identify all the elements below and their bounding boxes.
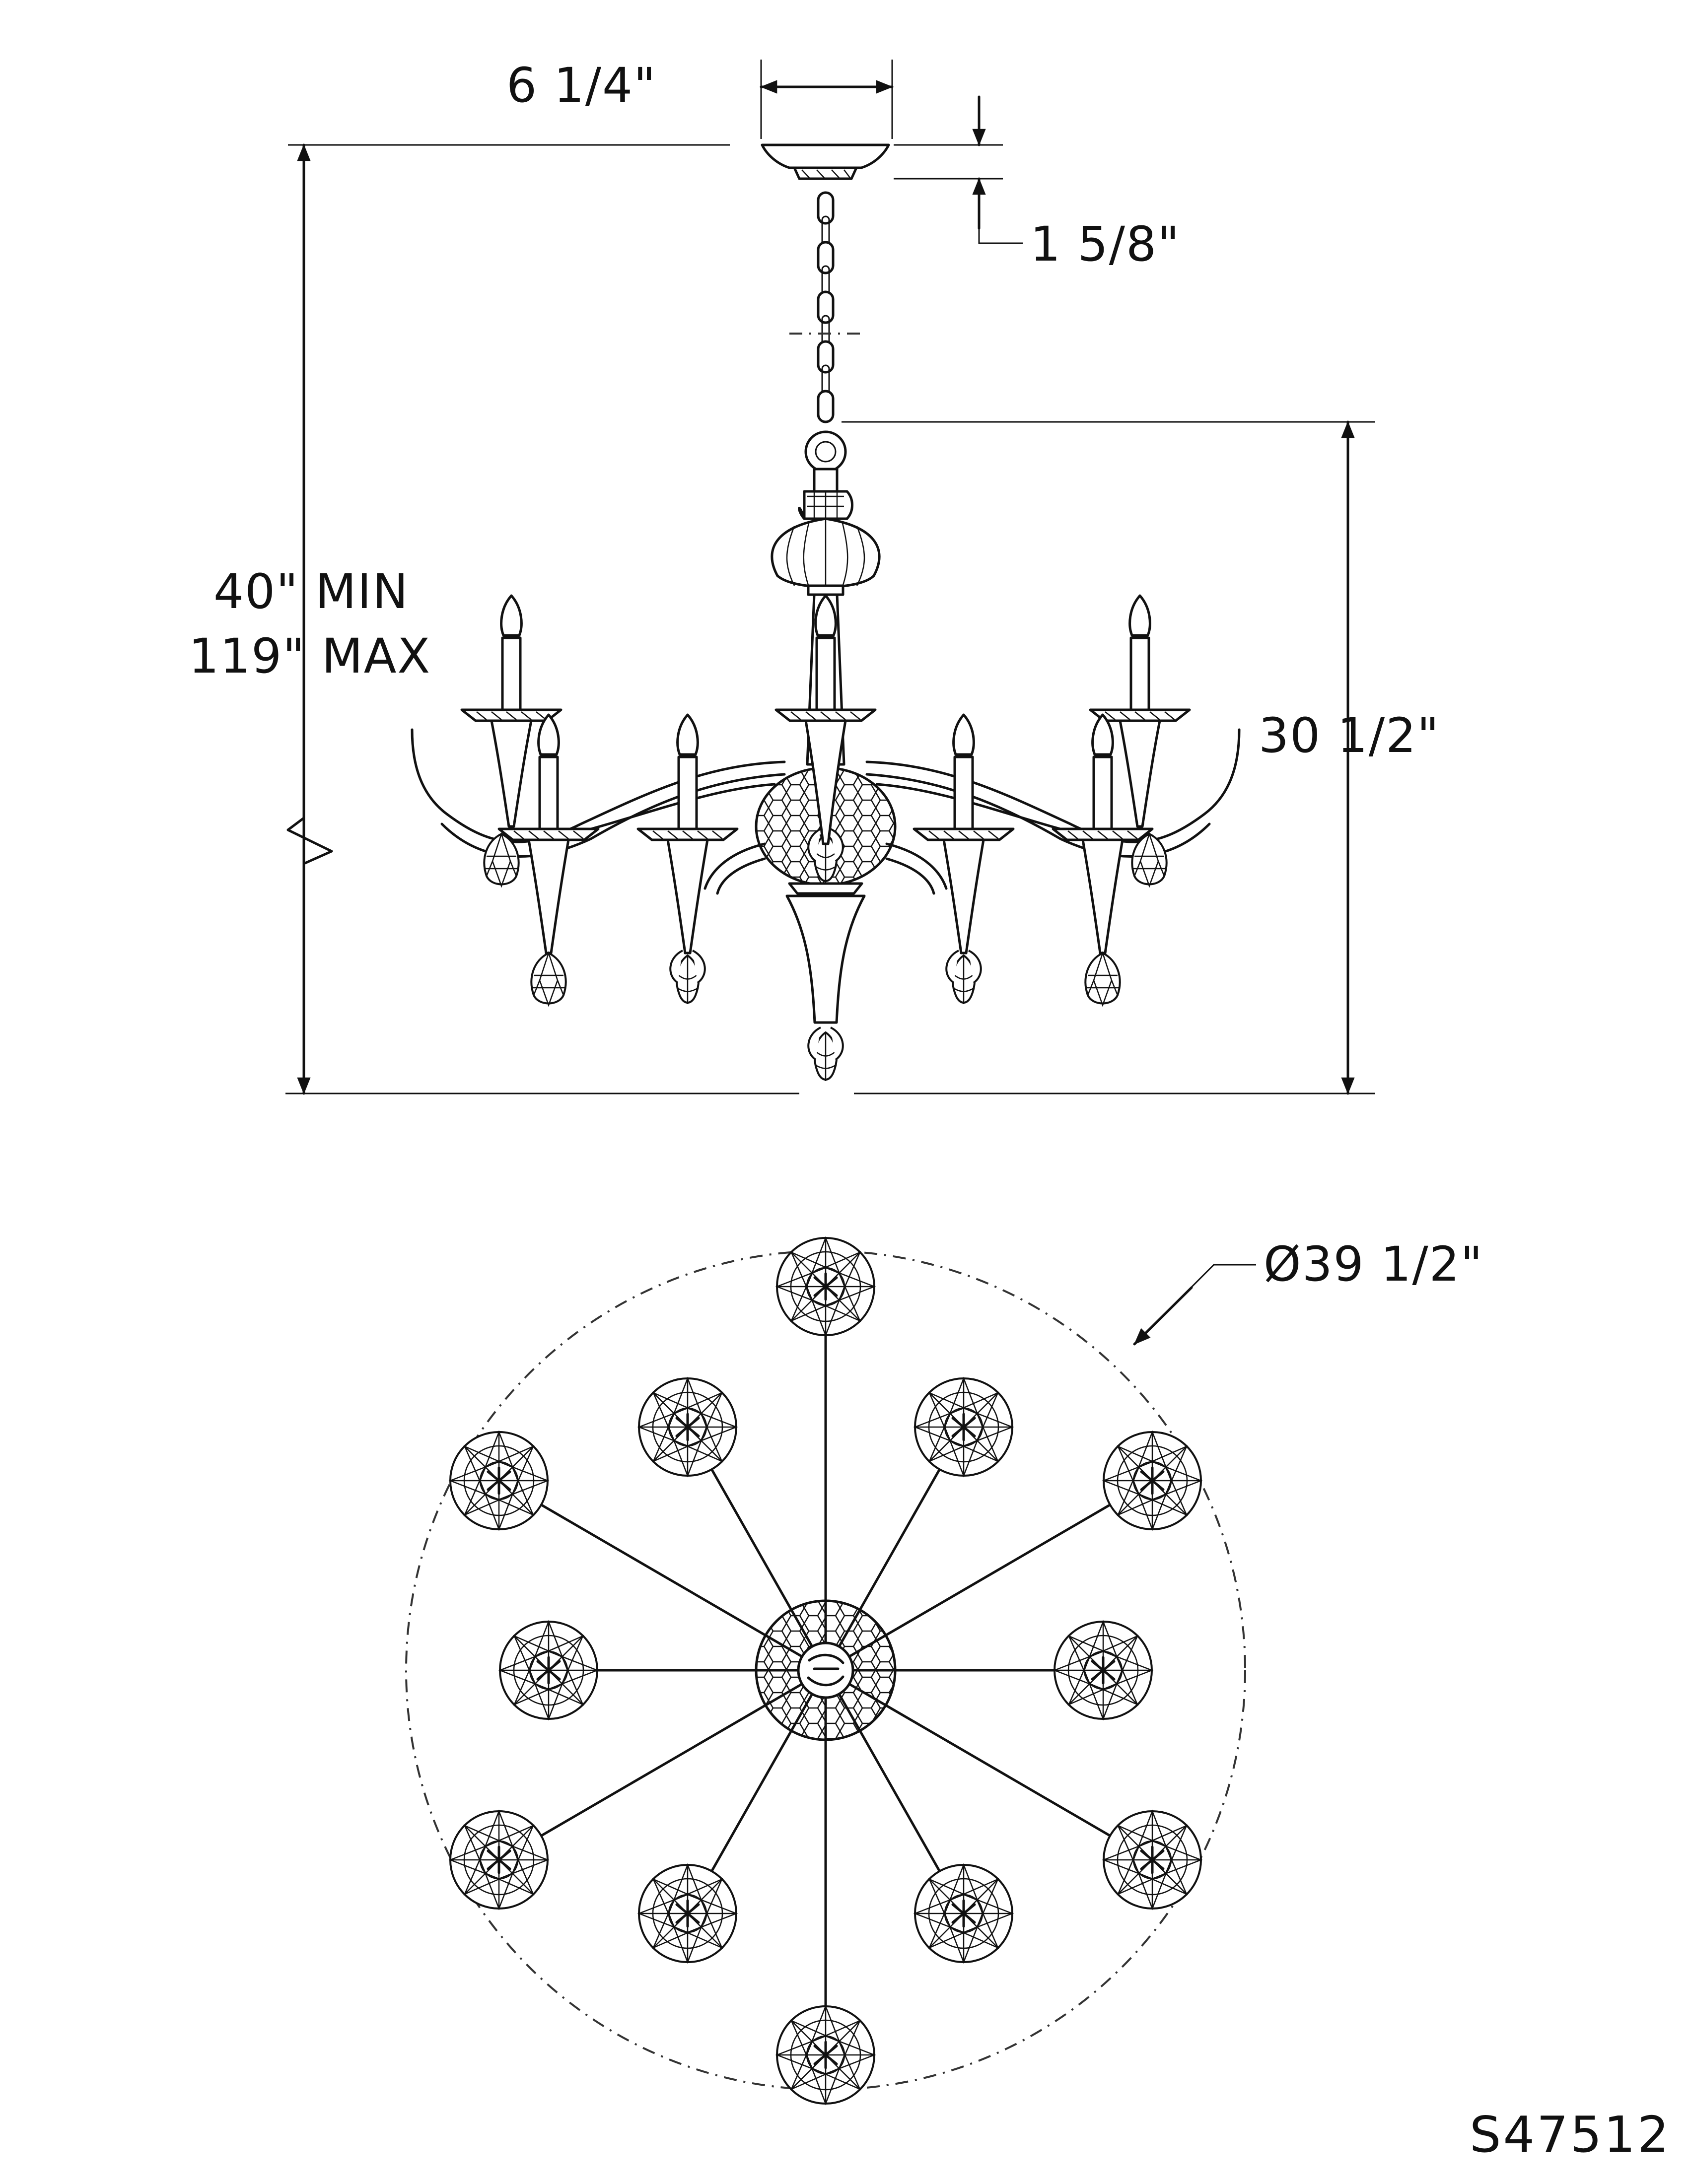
body-height-label: 30 1/2" [1259, 708, 1440, 763]
overall-max-label: 119" MAX [189, 628, 431, 684]
overall-diameter-circle [405, 1250, 1246, 2091]
cage-ornament [771, 517, 881, 596]
plan-view: Ø39 1/2" [405, 1236, 1483, 2104]
lower-finial [785, 828, 866, 1082]
canopy [761, 143, 890, 180]
canopy-height-label: 1 5/8" [1030, 216, 1180, 272]
loop-and-collar [798, 430, 853, 520]
candle-cups [490, 719, 1161, 955]
elevation-dimensions: 6 1/4" 1 5/8" 40" MIN 119" MAX 30 1/2" [189, 58, 1440, 1095]
overall-diameter-label: Ø39 1/2" [1264, 1236, 1483, 1292]
elevation-view [411, 143, 1241, 1082]
chain [789, 191, 864, 423]
candles-upper [462, 596, 1190, 721]
overall-min-label: 40" MIN [213, 564, 409, 619]
model-number: S47512 [1470, 2106, 1671, 2164]
plan-hub [755, 1599, 897, 1741]
canopy-diameter-label: 6 1/4" [506, 58, 656, 113]
